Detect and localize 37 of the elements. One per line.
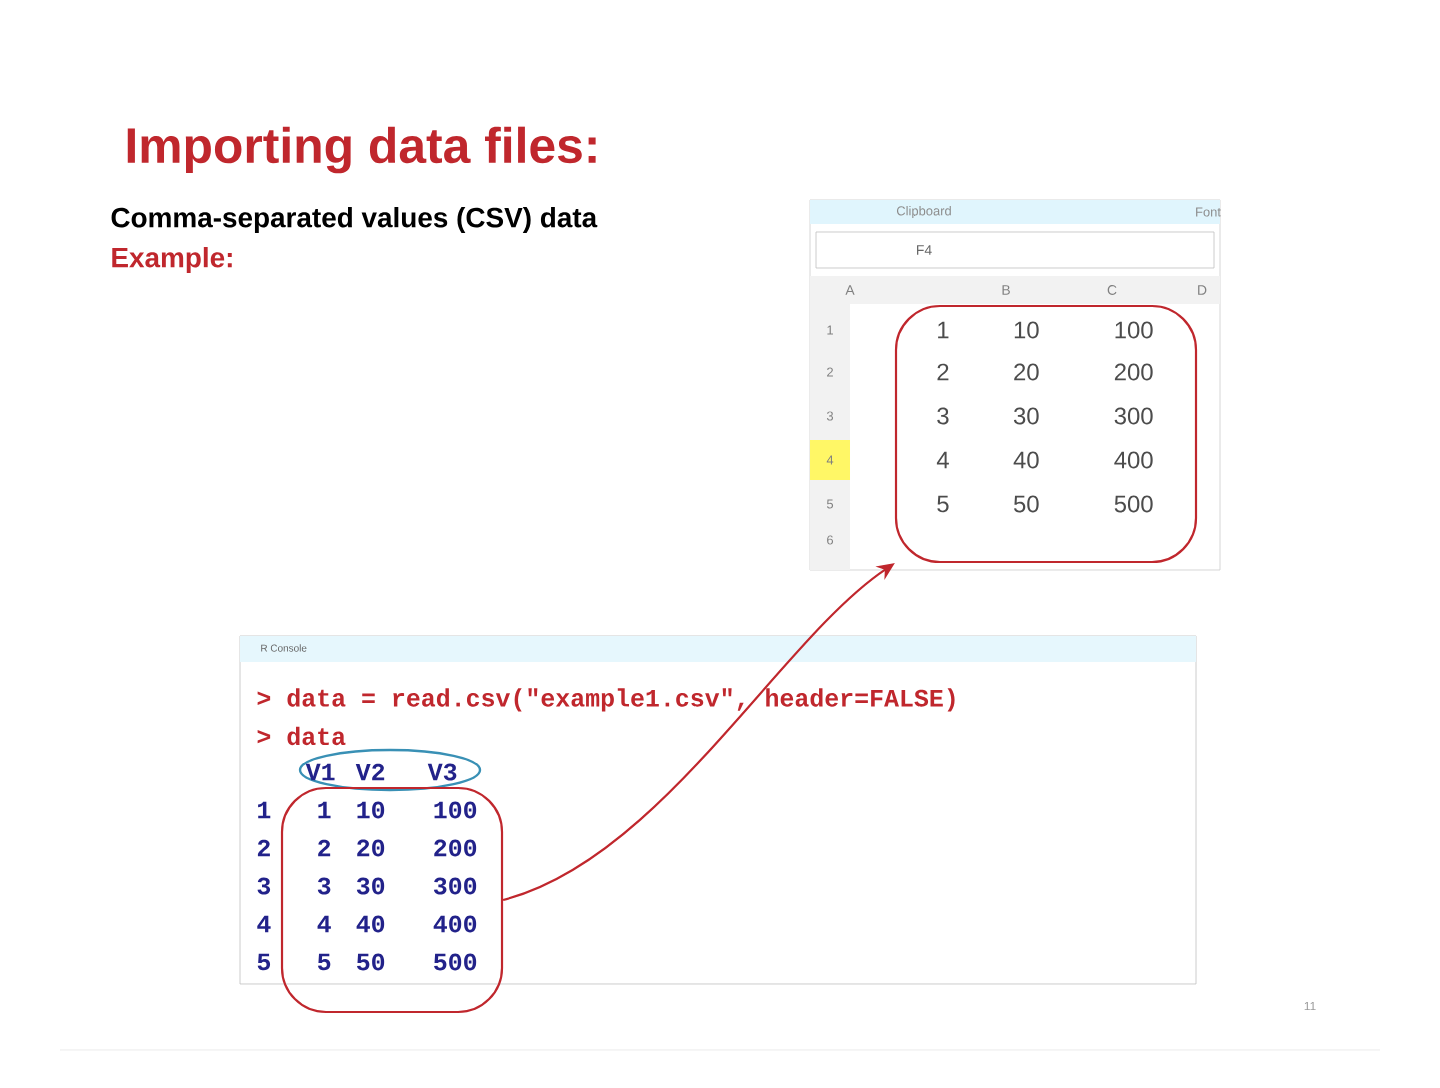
cell-value: 50 — [1014, 495, 1039, 513]
console-command: > data = read.csv("example1.csv", header=FALSE) — [257, 688, 955, 712]
cell-value: 30 — [1013, 407, 1039, 425]
data-value: 20 — [357, 839, 385, 857]
cell-value: 2 — [937, 363, 949, 381]
cell-value: 5 — [937, 495, 949, 513]
data-value: 10 — [357, 801, 385, 819]
subtitle: Comma-separated values (CSV) data — [111, 207, 598, 233]
data-value: 200 — [434, 839, 477, 857]
console-command: > data — [257, 726, 346, 746]
cell-value: 400 — [1114, 451, 1153, 469]
data-value: 3 — [317, 877, 331, 895]
data-value: 40 — [356, 915, 385, 933]
cell-value: 3 — [937, 407, 949, 425]
data-value: 30 — [356, 877, 385, 895]
data-value: 50 — [356, 953, 385, 971]
circled-region — [894, 304, 1198, 564]
cell-value: 10 — [1014, 321, 1039, 339]
cell-value: 4 — [936, 451, 949, 469]
cell-value: 200 — [1114, 363, 1153, 381]
cell-value: 20 — [1014, 363, 1039, 381]
data-value: 5 — [317, 953, 331, 971]
data-value: 400 — [433, 915, 477, 933]
cell-value: 40 — [1013, 451, 1039, 469]
data-value: 2 — [318, 839, 331, 857]
data-value: 500 — [434, 953, 477, 971]
slide-title: Importing data files: — [127, 126, 596, 174]
subtitle: Example: — [112, 247, 232, 273]
data-value: 4 — [317, 915, 331, 933]
cell-value: 100 — [1115, 321, 1153, 339]
cell-value: 500 — [1114, 495, 1153, 513]
data-value: 1 — [318, 801, 331, 819]
data-value: 300 — [433, 877, 477, 895]
data-value: 100 — [434, 801, 477, 819]
cell-value: 1 — [938, 321, 949, 339]
circled-region — [280, 786, 504, 1014]
cell-value: 300 — [1114, 407, 1153, 425]
